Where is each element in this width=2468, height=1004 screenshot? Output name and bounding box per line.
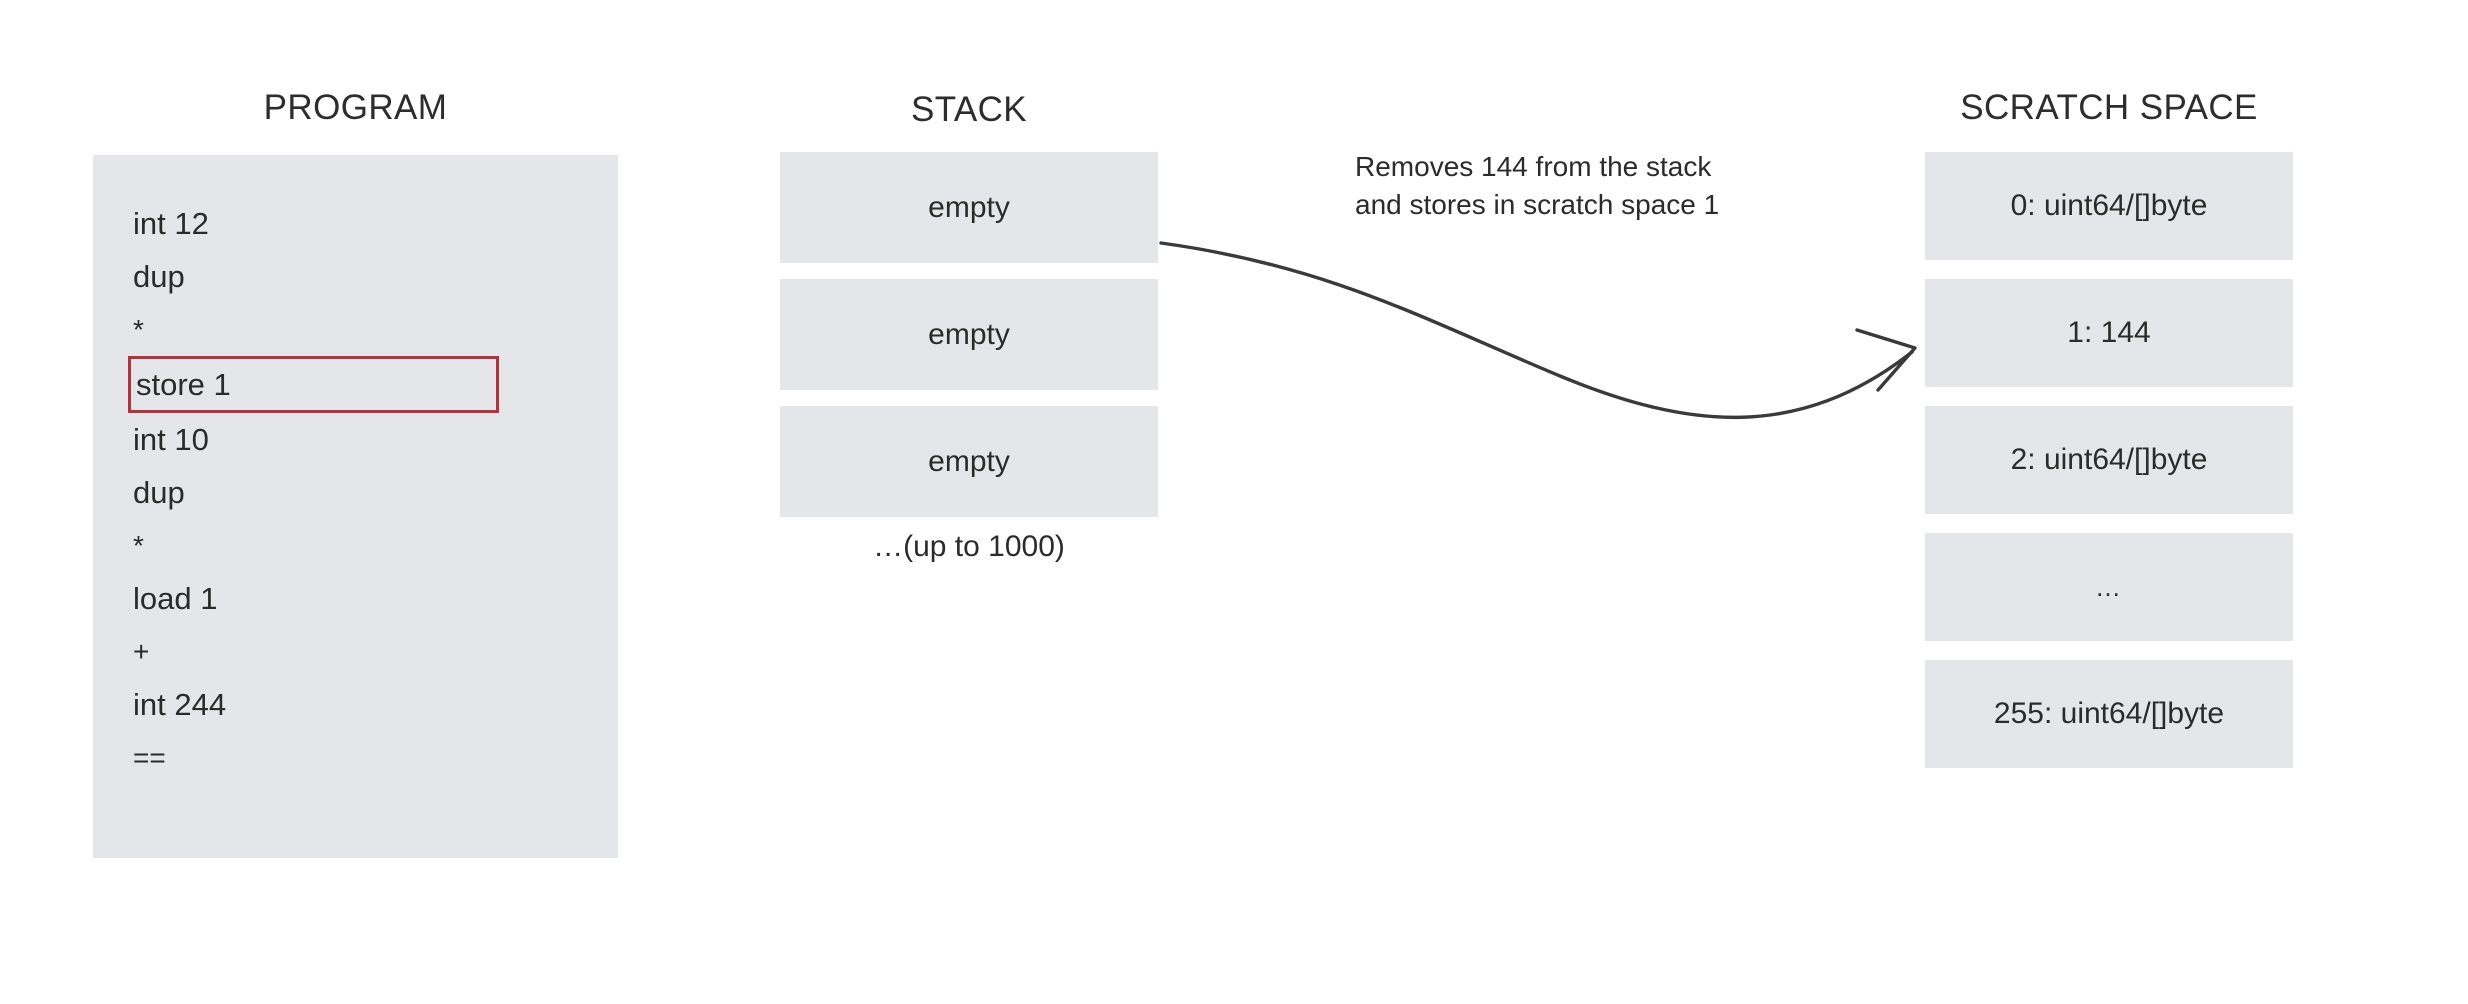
scratch-slot-1: 1: 144 (1925, 279, 2293, 387)
program-instruction-list: int 12 dup * store 1 int 10 dup * load 1… (93, 155, 618, 784)
stack-slot-1: empty (780, 279, 1158, 390)
stack-overflow-note: …(up to 1000) (873, 530, 1065, 563)
program-line-int-12: int 12 (133, 206, 209, 241)
program-column-title: PROGRAM (263, 88, 448, 127)
program-line-int-244: int 244 (133, 687, 227, 722)
scratch-slot-0: 0: uint64/[]byte (1925, 152, 2293, 260)
stack-column-title: STACK (910, 90, 1028, 129)
arrow-curve-path (1159, 241, 1914, 419)
program-line-multiply-2: * (133, 530, 144, 561)
stack-slot-2: empty (780, 406, 1158, 517)
scratch-space-column-title: SCRATCH SPACE (1960, 88, 2258, 127)
stack-slot-0: empty (780, 152, 1158, 263)
program-line-dup-1: dup (133, 259, 185, 294)
program-line-dup-2: dup (133, 475, 185, 510)
program-line-store-1-highlighted: store 1 (128, 356, 499, 413)
program-line-int-10: int 10 (133, 422, 209, 457)
program-line-load-1: load 1 (133, 581, 218, 616)
scratch-slot-255: 255: uint64/[]byte (1925, 660, 2293, 768)
arrow-head-icon (1855, 328, 1917, 392)
program-panel: int 12 dup * store 1 int 10 dup * load 1… (93, 155, 618, 858)
annotation-line-1: Removes 144 from the stack (1355, 151, 1712, 182)
program-line-multiply-1: * (133, 314, 144, 345)
annotation-text: Removes 144 from the stack and stores in… (1355, 148, 1815, 224)
program-line-plus: + (133, 636, 150, 667)
annotation-line-2: and stores in scratch space 1 (1355, 189, 1720, 220)
program-line-equals: == (133, 742, 166, 773)
scratch-slot-2: 2: uint64/[]byte (1925, 406, 2293, 514)
scratch-slot-ellipsis: … (1925, 533, 2293, 641)
